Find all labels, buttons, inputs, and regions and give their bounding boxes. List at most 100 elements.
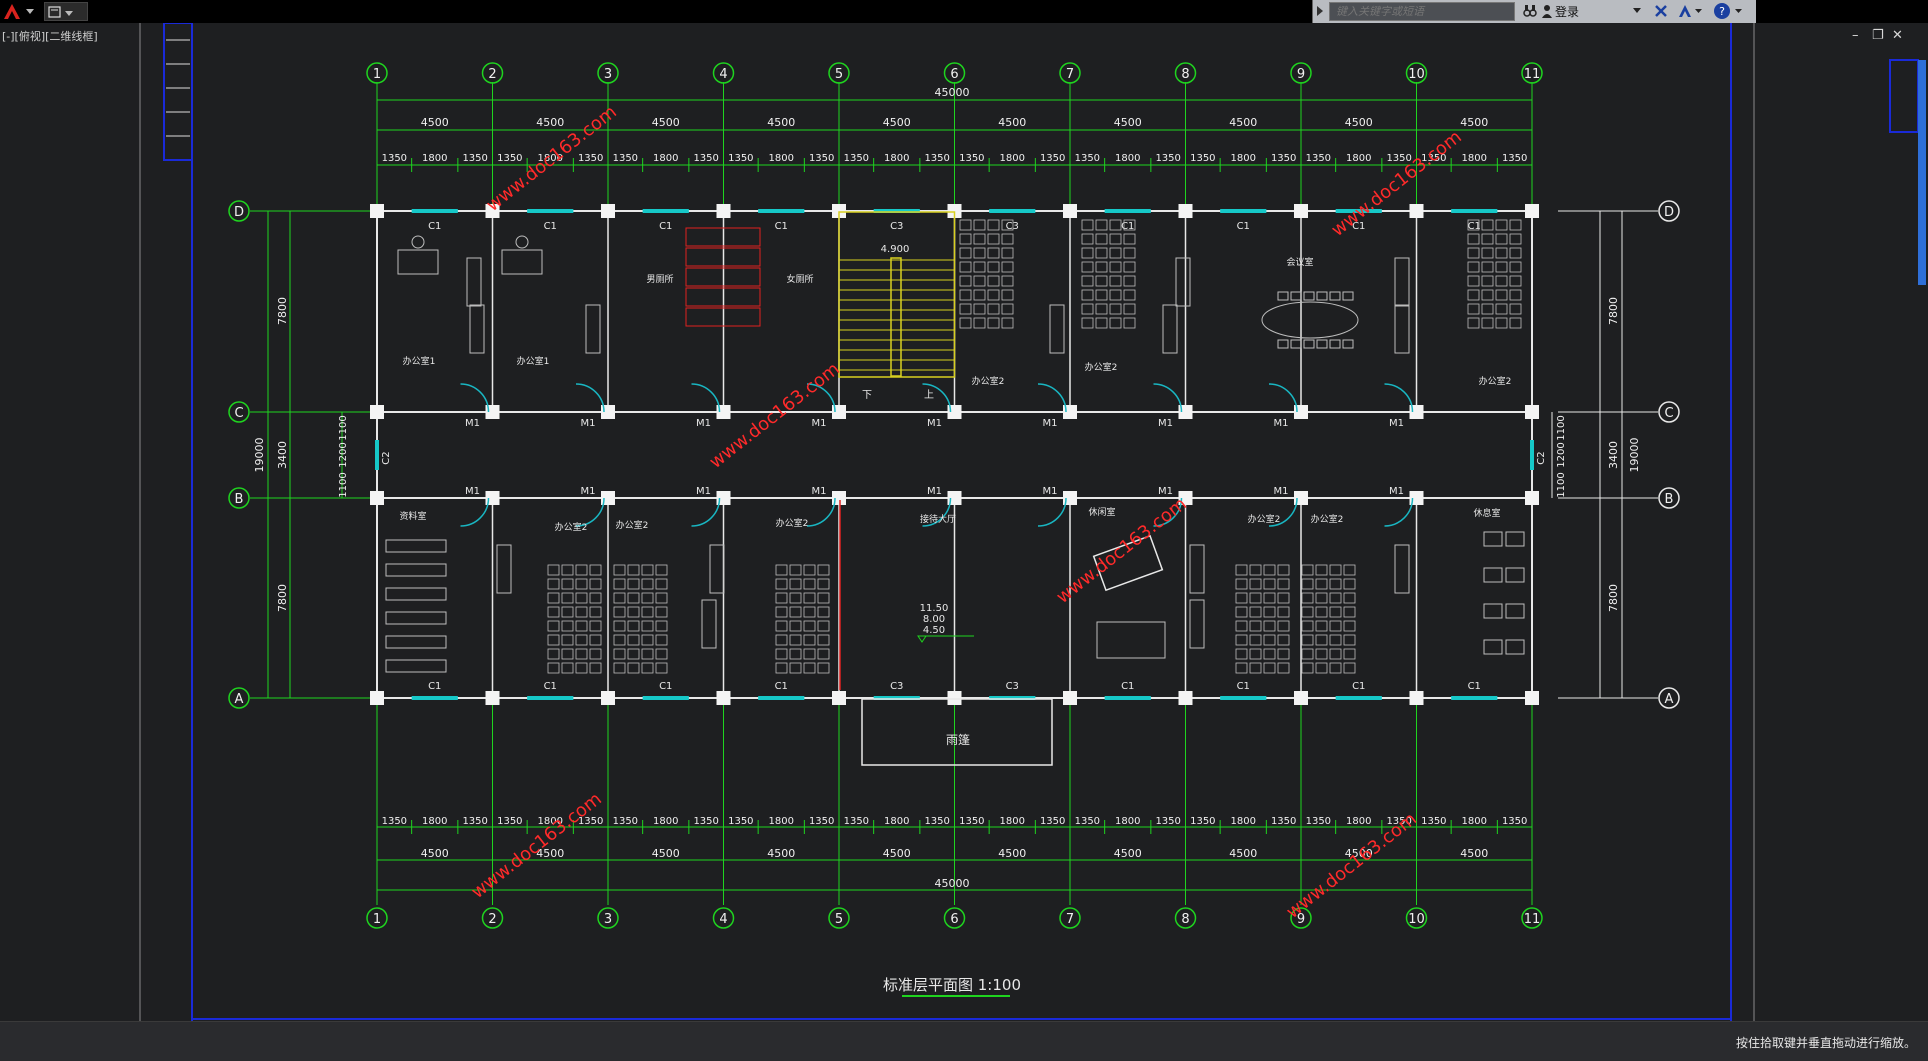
- workstation: [1315, 620, 1328, 632]
- workstation: [561, 606, 574, 618]
- workstation: [655, 662, 668, 674]
- workstation: [1481, 317, 1494, 329]
- elevation-triangle: [917, 635, 927, 643]
- workstation: [959, 303, 972, 315]
- axis-label-top: 11: [1524, 67, 1541, 82]
- canopy: [861, 698, 1053, 766]
- workstation: [575, 564, 588, 576]
- chair: [1303, 291, 1315, 301]
- workstation: [561, 564, 574, 576]
- vertical-scroll-indicator[interactable]: [1918, 60, 1926, 285]
- search-input[interactable]: [1329, 2, 1515, 21]
- workstation: [589, 620, 602, 632]
- window: [527, 209, 574, 213]
- dim-window-top: 1800: [422, 153, 447, 164]
- workstation: [613, 592, 626, 604]
- workstation: [789, 648, 802, 660]
- expand-search-icon[interactable]: [1315, 5, 1325, 17]
- login-label[interactable]: 登录: [1555, 5, 1580, 19]
- workstation: [1249, 648, 1262, 660]
- sofa: [1505, 603, 1525, 619]
- workstation: [817, 578, 830, 590]
- workstation: [1495, 219, 1508, 231]
- window-tag: C1: [775, 221, 788, 232]
- workstation: [575, 606, 588, 618]
- dim-window-bottom: 1350: [1155, 816, 1180, 827]
- door-swing: [1153, 497, 1183, 527]
- viewport-controls-label[interactable]: [-][俯视][二维线框]: [2, 30, 98, 43]
- workstation: [1235, 592, 1248, 604]
- application-menu-button[interactable]: [2, 2, 38, 21]
- workstation: [987, 219, 1000, 231]
- room-label: 男厕所: [646, 274, 673, 285]
- dim-window-bottom: 1350: [1271, 816, 1296, 827]
- workstation: [1509, 289, 1522, 301]
- workstation: [1277, 564, 1290, 576]
- dim-window-bottom: 1800: [769, 816, 794, 827]
- window: [411, 696, 458, 700]
- axis-bubble-left: [228, 687, 250, 709]
- login-dropdown-icon[interactable]: [1633, 8, 1641, 14]
- dim-window-bottom: 1350: [382, 816, 407, 827]
- help-icon[interactable]: ?: [1713, 2, 1731, 20]
- workstation: [789, 620, 802, 632]
- quick-access-toolbar[interactable]: [44, 2, 88, 21]
- axis-bubble-top: [828, 62, 850, 84]
- workstation: [1095, 303, 1108, 315]
- dim-window-bottom: 1350: [1306, 816, 1331, 827]
- dim-bay-bottom: 4500: [883, 847, 911, 860]
- workstation: [775, 648, 788, 660]
- axis-bubble-right: [1658, 401, 1680, 423]
- sofa: [1483, 603, 1503, 619]
- workstation: [655, 564, 668, 576]
- restore-icon[interactable]: ❐: [1872, 28, 1884, 43]
- cabinet: [1162, 304, 1178, 354]
- dim-left-corridor: 1200: [338, 442, 349, 467]
- workstation: [575, 578, 588, 590]
- minimize-icon[interactable]: –: [1852, 28, 1859, 43]
- window: [989, 209, 1036, 213]
- window: [758, 696, 805, 700]
- binoculars-icon[interactable]: [1523, 3, 1537, 19]
- door-tag: M1: [927, 418, 942, 429]
- workstation: [1315, 648, 1328, 660]
- door-tag: M1: [696, 418, 711, 429]
- workstation: [959, 247, 972, 259]
- workstation: [1001, 233, 1014, 245]
- autodesk-a360-icon[interactable]: [1677, 3, 1693, 19]
- stair-level: 4.900: [881, 244, 910, 255]
- workstation: [973, 219, 986, 231]
- door-tag: M1: [465, 418, 480, 429]
- dim-window-top: 1800: [769, 153, 794, 164]
- workstation: [1301, 606, 1314, 618]
- dim-window-bottom: 1350: [728, 816, 753, 827]
- window: [1220, 696, 1267, 700]
- help-dropdown-icon[interactable]: [1735, 9, 1742, 14]
- workstation: [973, 289, 986, 301]
- workstation: [641, 620, 654, 632]
- window-tag: C1: [1468, 221, 1481, 232]
- workstation: [1495, 303, 1508, 315]
- user-icon[interactable]: [1541, 3, 1553, 19]
- door-tag: M1: [696, 486, 711, 497]
- axis-bubble-left: [228, 401, 250, 423]
- column: [370, 491, 384, 505]
- axis-label-bottom: 8: [1181, 912, 1189, 927]
- window: [873, 209, 920, 213]
- close-icon[interactable]: ✕: [1892, 28, 1903, 43]
- window-tag: C1: [1121, 221, 1134, 232]
- door-tag: M1: [1158, 418, 1173, 429]
- window: [758, 209, 805, 213]
- sofa: [1505, 639, 1525, 655]
- workstation: [561, 648, 574, 660]
- window: [873, 696, 920, 700]
- door-swing: [1268, 497, 1298, 527]
- room-label: 资料室: [399, 510, 426, 522]
- exchange-apps-icon[interactable]: [1653, 3, 1669, 19]
- workstation: [561, 592, 574, 604]
- dim-window-bottom: 1350: [1075, 816, 1100, 827]
- dim-left-corridor: 1100: [338, 415, 349, 440]
- workstation: [1315, 592, 1328, 604]
- a360-dropdown-icon[interactable]: [1695, 9, 1702, 14]
